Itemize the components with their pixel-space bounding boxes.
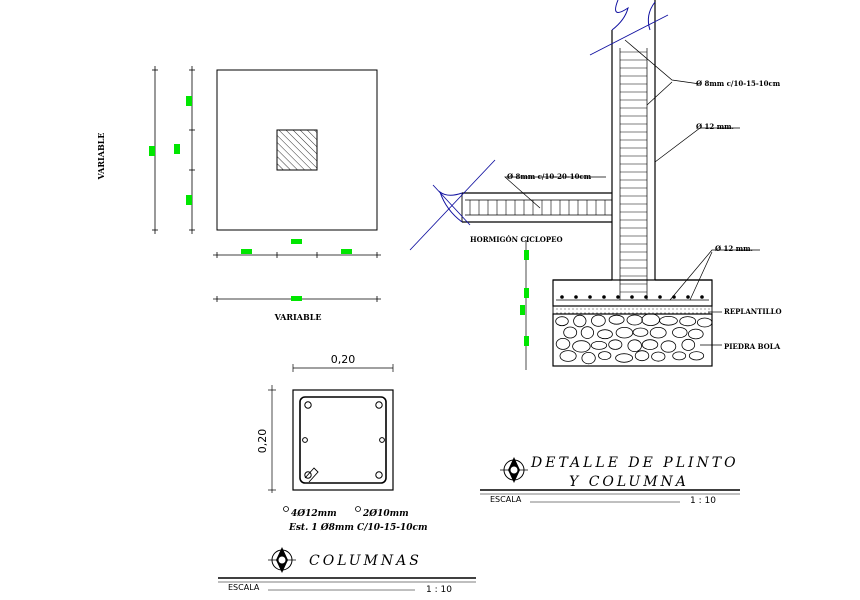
column-bars bbox=[302, 401, 385, 479]
rebar-main: 4Ø12mm bbox=[291, 508, 337, 519]
break-line-column bbox=[611, 0, 629, 31]
replantillo-layer bbox=[552, 305, 713, 315]
title-block-plinto: DETALLE DE PLINTO Y COLUMNA ESCALA 1 : 1… bbox=[480, 455, 740, 506]
footing-outline bbox=[216, 69, 378, 231]
green-markers-plan bbox=[149, 96, 352, 301]
beam-stirrups bbox=[469, 200, 606, 215]
scale-value-plinto: 1 : 10 bbox=[690, 496, 716, 506]
stone-fill bbox=[555, 313, 713, 365]
column-stirrups bbox=[620, 51, 647, 293]
plan-label-vertical: VARIABLE bbox=[96, 133, 106, 181]
scale-label-columnas: ESCALA bbox=[228, 583, 260, 592]
title-plinto-line2: Y COLUMNA bbox=[569, 474, 689, 490]
dim-width: 0,20 bbox=[331, 353, 356, 366]
scale-label-plinto: ESCALA bbox=[490, 495, 522, 504]
column-outline bbox=[292, 389, 394, 491]
rebar-secondary: 2Ø10mm bbox=[362, 508, 409, 519]
stirrups-spec: Est. 1 Ø8mm C/10-15-10cm bbox=[288, 522, 428, 533]
callout-concrete: HORMIGÓN CICLOPEO bbox=[470, 235, 563, 244]
callout-replantillo: REPLANTILLO bbox=[724, 307, 782, 316]
callout-bar-column: Ø 12 mm. bbox=[696, 122, 734, 131]
north-symbol-icon bbox=[500, 457, 528, 483]
plan-label-horizontal: VARIABLE bbox=[274, 312, 322, 322]
callout-leaders bbox=[504, 39, 760, 346]
title-columnas: COLUMNAS bbox=[309, 553, 422, 569]
scale-value-columnas: 1 : 10 bbox=[426, 585, 452, 595]
column-stirrup bbox=[299, 396, 387, 484]
callout-stone: PIEDRA BOLA bbox=[724, 342, 781, 351]
callout-stirrups-column: Ø 8mm c/10-15-10cm bbox=[696, 79, 781, 88]
callout-bar-footing: Ø 12 mm. bbox=[715, 244, 753, 253]
footing-plan: VARIABLE VARIABLE bbox=[96, 66, 381, 322]
callout-stirrups-beam: Ø 8mm c/10-20-10cm bbox=[507, 172, 592, 181]
north-symbol-icon bbox=[268, 547, 296, 573]
plinth-section: Ø 8mm c/10-15-10cm Ø 12 mm. Ø 8mm c/10-2… bbox=[409, 0, 782, 370]
title-plinto-line1: DETALLE DE PLINTO bbox=[530, 455, 739, 471]
stirrup-hook bbox=[304, 467, 319, 483]
column-section-hatched bbox=[276, 129, 318, 171]
green-markers-section bbox=[520, 250, 529, 346]
footing-rebar-dots bbox=[560, 295, 704, 299]
column-detail: 0,20 0,20 4Ø12mm 2Ø10mm Est. 1 Ø8mm C/10… bbox=[256, 353, 428, 533]
title-block-columnas: COLUMNAS ESCALA 1 : 10 bbox=[218, 547, 476, 595]
dim-height: 0,20 bbox=[256, 429, 269, 454]
